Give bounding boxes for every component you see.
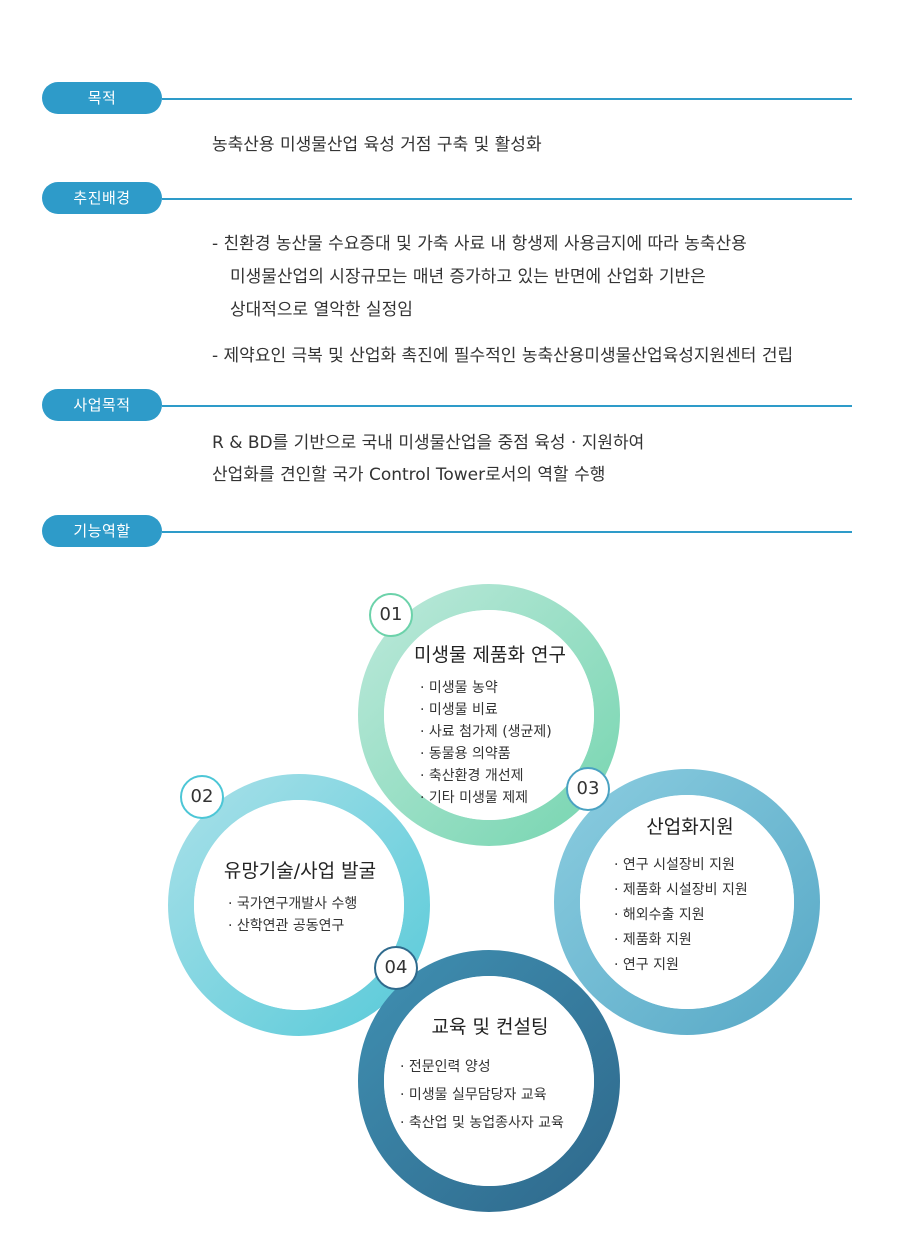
list-item: · 미생물 실무담당자 교육 (400, 1087, 547, 1103)
list-item: · 전문인력 양성 (400, 1059, 491, 1075)
circle-01-title: 미생물 제품화 연구 (414, 644, 566, 666)
list-item: · 미생물 농약 (420, 680, 498, 696)
section-label-objective: 사업목적 (42, 389, 162, 421)
background-line: 미생물산업의 시장규모는 매년 증가하고 있는 반면에 산업화 기반은 (230, 267, 706, 287)
list-item: · 동물용 의약품 (420, 746, 511, 762)
badge-02: 02 (180, 775, 224, 819)
section-header-background: 추진배경 (42, 182, 852, 214)
badge-01: 01 (369, 593, 413, 637)
circle-01-content: 미생물 제품화 연구 · 미생물 농약 · 미생물 비료 · 사료 첨가제 (생… (380, 640, 600, 809)
list-item: · 산학연관 공동연구 (228, 918, 345, 934)
section-header-purpose: 목적 (42, 82, 852, 114)
section-header-roles: 기능역할 (42, 515, 852, 547)
divider (162, 531, 852, 533)
circle-04-items: · 전문인력 양성 · 미생물 실무담당자 교육 · 축산업 및 농업종사자 교… (400, 1053, 600, 1137)
list-item: · 국가연구개발사 수행 (228, 896, 358, 912)
circle-01-items: · 미생물 농약 · 미생물 비료 · 사료 첨가제 (생균제) · 동물용 의… (420, 677, 600, 809)
list-item: · 사료 첨가제 (생균제) (420, 724, 552, 740)
ring-inner-04 (384, 976, 594, 1186)
divider (162, 405, 852, 407)
circle-03-content: 산업화지원 · 연구 시설장비 지원 · 제품화 시설장비 지원 · 해외수출 … (580, 812, 800, 978)
list-item: · 연구 지원 (614, 957, 679, 973)
circle-04-content: 교육 및 컨설팅 · 전문인력 양성 · 미생물 실무담당자 교육 · 축산업 … (380, 1012, 600, 1137)
ring-01 (358, 584, 620, 846)
objective-line: 산업화를 견인할 국가 Control Tower로서의 역할 수행 (212, 465, 606, 485)
ring-inner-02 (194, 800, 404, 1010)
list-item: · 해외수출 지원 (614, 907, 705, 923)
circle-03-items: · 연구 시설장비 지원 · 제품화 시설장비 지원 · 해외수출 지원 · 제… (614, 853, 800, 978)
section-header-objective: 사업목적 (42, 389, 852, 421)
list-item: · 연구 시설장비 지원 (614, 857, 735, 873)
ring-02 (168, 774, 430, 1036)
circle-02-content: 유망기술/사업 발굴 · 국가연구개발사 수행 · 산학연관 공동연구 (190, 856, 410, 937)
ring-inner-01 (384, 610, 594, 820)
list-item: · 축산환경 개선제 (420, 768, 524, 784)
circle-02-items: · 국가연구개발사 수행 · 산학연관 공동연구 (228, 893, 410, 937)
divider (162, 198, 852, 200)
list-item: · 미생물 비료 (420, 702, 498, 718)
ring-03 (554, 769, 820, 1035)
circle-02-title: 유망기술/사업 발굴 (223, 860, 377, 882)
ring-04 (358, 950, 620, 1212)
objective-line: R & BD를 기반으로 국내 미생물산업을 중점 육성 · 지원하여 (212, 433, 645, 453)
list-item: · 축산업 및 농업종사자 교육 (400, 1115, 564, 1131)
badge-03: 03 (566, 767, 610, 811)
divider (162, 98, 852, 100)
section-label-purpose: 목적 (42, 82, 162, 114)
roles-diagram-rings (168, 584, 820, 1212)
circle-03-title: 산업화지원 (646, 816, 734, 838)
circle-04-title: 교육 및 컨설팅 (431, 1016, 549, 1038)
purpose-text: 농축산용 미생물산업 육성 거점 구축 및 활성화 (212, 135, 542, 155)
section-label-roles: 기능역할 (42, 515, 162, 547)
background-line: 상대적으로 열악한 실정임 (230, 300, 413, 320)
roles-diagram: 01 미생물 제품화 연구 · 미생물 농약 · 미생물 비료 · 사료 첨가제… (0, 560, 900, 1220)
ring-inner-03 (580, 795, 794, 1009)
list-item: · 제품화 시설장비 지원 (614, 882, 748, 898)
background-line: - 친환경 농산물 수요증대 및 가축 사료 내 항생제 사용금지에 따라 농축… (212, 234, 747, 254)
list-item: · 기타 미생물 제제 (420, 790, 528, 806)
badge-04: 04 (374, 946, 418, 990)
list-item: · 제품화 지원 (614, 932, 692, 948)
section-label-background: 추진배경 (42, 182, 162, 214)
background-line: - 제약요인 극복 및 산업화 촉진에 필수적인 농축산용미생물산업육성지원센터… (212, 346, 794, 366)
